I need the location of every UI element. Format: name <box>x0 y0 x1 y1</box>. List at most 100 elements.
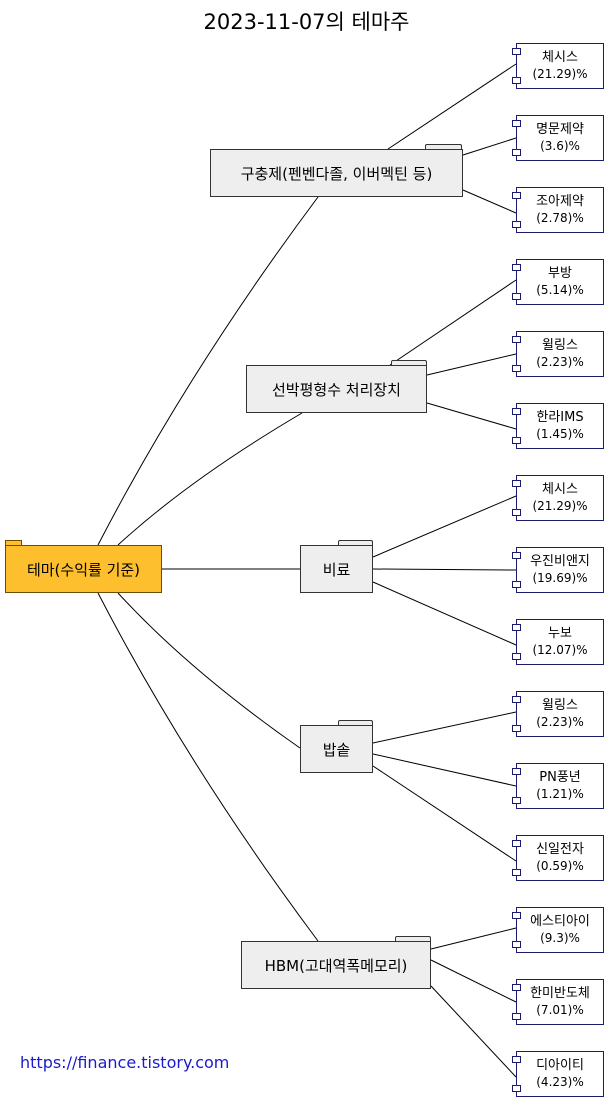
stock-name: 명문제약 <box>536 122 584 137</box>
stock-name: 체시스 <box>542 50 578 65</box>
component-port-icon <box>512 77 521 84</box>
theme-folder-tab <box>391 360 427 366</box>
root-folder-tab <box>5 540 22 546</box>
stock-name: 신일전자 <box>536 842 584 857</box>
component-port-icon <box>512 509 521 516</box>
stock-name: 조아제약 <box>536 194 584 209</box>
stock-node[interactable]: 체시스 (21.29)% <box>512 475 604 521</box>
stock-node[interactable]: 디아이티 (4.23)% <box>512 1051 604 1097</box>
theme-node-label: 선박평형수 처리장치 <box>272 380 401 399</box>
diagram-title: 2023-11-07의 테마주 <box>203 10 410 34</box>
theme-to-stock-connector <box>426 402 517 430</box>
root-node[interactable]: 테마(수익률 기준) <box>5 545 162 593</box>
component-port-icon <box>512 1056 521 1063</box>
stock-node[interactable]: 한미반도체(7.01)% <box>512 979 604 1025</box>
theme-to-stock-connector <box>372 711 517 744</box>
stock-name: 윌링스 <box>542 698 578 713</box>
theme-node-label: 비료 <box>322 560 351 579</box>
root-to-theme-connector <box>117 592 301 749</box>
stock-node[interactable]: 우진비앤지(19.69)% <box>512 547 604 593</box>
stock-return: (1.21)% <box>536 787 584 801</box>
stock-name: PN풍년 <box>539 770 581 785</box>
component-port-icon <box>512 624 521 631</box>
stock-node[interactable]: 누보 (12.07)% <box>512 619 604 665</box>
stock-return: (2.78)% <box>536 211 584 225</box>
stock-return: (2.23)% <box>536 715 584 729</box>
stock-return: (0.59)% <box>536 859 584 873</box>
theme-folder-tab <box>338 540 373 546</box>
root-to-theme-connector <box>97 592 319 942</box>
stock-name: 윌링스 <box>542 338 578 353</box>
footer-link[interactable]: https://finance.tistory.com <box>20 1053 230 1072</box>
root-to-theme-connector <box>117 412 303 546</box>
component-port-icon <box>512 941 521 948</box>
theme-to-stock-connector <box>372 495 517 558</box>
stock-return: (21.29)% <box>532 67 588 81</box>
theme-folder-tab <box>395 936 431 942</box>
component-port-icon <box>512 1085 521 1092</box>
stock-name: 디아이티 <box>536 1058 584 1073</box>
component-port-icon <box>512 221 521 228</box>
theme-to-stock-connector <box>462 137 517 156</box>
theme-to-stock-connector <box>372 753 517 787</box>
theme-to-stock-connector <box>430 959 517 1003</box>
stock-node[interactable]: 윌링스 (2.23)% <box>512 691 604 737</box>
theme-to-stock-connector <box>372 568 517 571</box>
stock-return: (4.23)% <box>536 1075 584 1089</box>
stock-return: (5.14)% <box>536 283 584 297</box>
component-port-icon <box>512 480 521 487</box>
component-port-icon <box>512 725 521 732</box>
component-port-icon <box>512 192 521 199</box>
stock-return: (9.3)% <box>540 931 580 945</box>
stock-return: (7.01)% <box>536 1003 584 1017</box>
root-node-label: 테마(수익률 기준) <box>26 560 141 579</box>
component-port-icon <box>512 336 521 343</box>
stock-node[interactable]: 명문제약(3.6)% <box>512 115 604 161</box>
component-port-icon <box>512 120 521 127</box>
stock-name: 부방 <box>548 266 572 281</box>
theme-node[interactable]: HBM(고대역폭메모리) <box>241 941 431 989</box>
stock-return: (21.29)% <box>532 499 588 513</box>
stock-node[interactable]: 한라IMS(1.45)% <box>512 403 604 449</box>
theme-folder-tab <box>425 144 462 150</box>
component-port-icon <box>512 653 521 660</box>
stock-return: (19.69)% <box>532 571 588 585</box>
stock-node[interactable]: 에스티아이(9.3)% <box>512 907 604 953</box>
theme-node[interactable]: 구충제(펜벤다졸, 이버멕틴 등) <box>210 149 463 197</box>
theme-node[interactable]: 선박평형수 처리장치 <box>246 365 427 413</box>
theme-to-stock-connector <box>372 765 517 862</box>
stock-name: 한라IMS <box>536 410 584 425</box>
component-port-icon <box>512 984 521 991</box>
component-port-icon <box>512 437 521 444</box>
component-port-icon <box>512 48 521 55</box>
theme-node[interactable]: 밥솥 <box>300 725 373 773</box>
stock-node[interactable]: 부방 (5.14)% <box>512 259 604 305</box>
theme-to-stock-connector <box>389 279 517 366</box>
component-port-icon <box>512 840 521 847</box>
stock-node[interactable]: 신일전자 (0.59)% <box>512 835 604 881</box>
stock-node[interactable]: PN풍년 (1.21)% <box>512 763 604 809</box>
stock-node[interactable]: 윌링스 (2.23)% <box>512 331 604 377</box>
stock-name: 누보 <box>548 626 572 641</box>
stock-node[interactable]: 체시스 (21.29)% <box>512 43 604 89</box>
component-port-icon <box>512 696 521 703</box>
component-port-icon <box>512 581 521 588</box>
theme-node-label: 밥솥 <box>322 740 351 759</box>
theme-node-label: 구충제(펜벤다졸, 이버멕틴 등) <box>240 164 433 183</box>
theme-to-stock-connector <box>372 581 517 646</box>
stock-return: (2.23)% <box>536 355 584 369</box>
stock-name: 체시스 <box>542 482 578 497</box>
root-to-theme-connector <box>97 196 319 546</box>
component-port-icon <box>512 408 521 415</box>
component-port-icon <box>512 1013 521 1020</box>
component-port-icon <box>512 264 521 271</box>
component-port-icon <box>512 293 521 300</box>
stock-node[interactable]: 조아제약 (2.78)% <box>512 187 604 233</box>
stock-return: (12.07)% <box>532 643 588 657</box>
theme-folder-tab <box>338 720 373 726</box>
component-port-icon <box>512 552 521 559</box>
theme-to-stock-connector <box>462 189 517 214</box>
component-port-icon <box>512 797 521 804</box>
theme-node[interactable]: 비료 <box>300 545 373 593</box>
